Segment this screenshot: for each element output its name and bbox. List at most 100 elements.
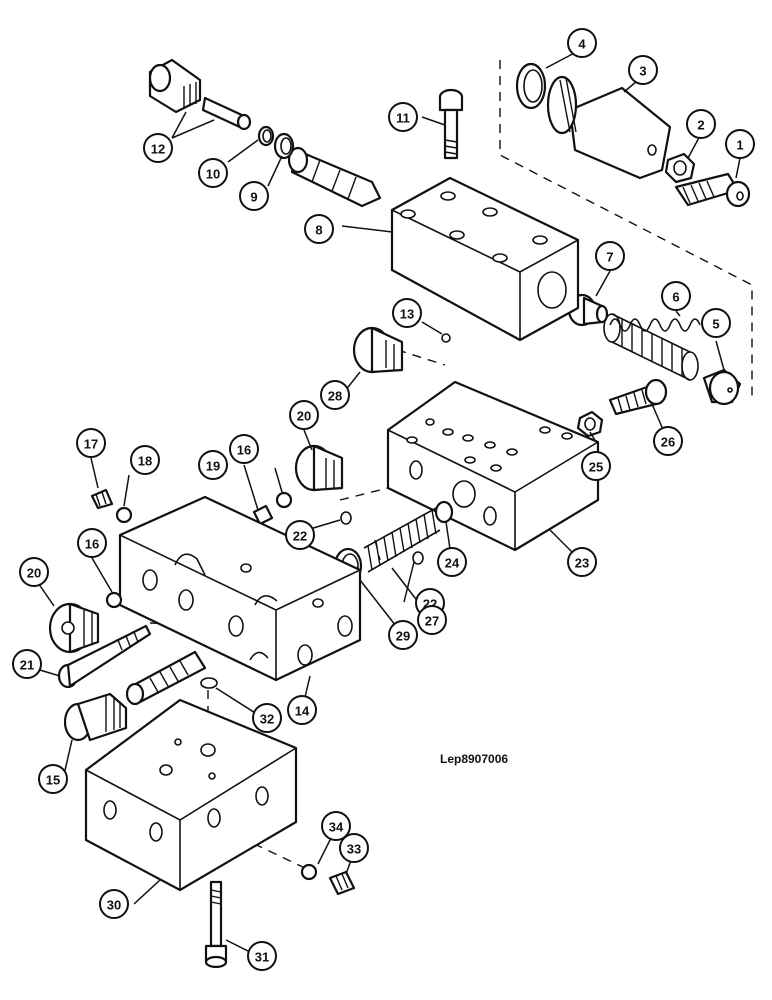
callout-label: 14 (295, 704, 310, 719)
part-1-screw (674, 172, 751, 208)
callout-circle (285, 520, 315, 550)
callout-c28: 28 (320, 380, 350, 410)
callout-c25: 25 (581, 451, 611, 481)
callout-c22a: 22 (285, 520, 315, 550)
part-18-ball (115, 506, 133, 524)
callout-c34: 34 (321, 811, 351, 841)
part-17-setscrew (90, 488, 114, 510)
callout-label: 8 (315, 223, 322, 238)
callout-label: 2 (697, 118, 704, 133)
part-16-ball-lower (105, 591, 123, 609)
callout-label: 25 (589, 460, 603, 475)
callout-circle (247, 941, 277, 971)
callout-c3: 3 (628, 55, 658, 85)
callout-circle (252, 703, 282, 733)
part-33-setscrew (328, 870, 356, 896)
callout-label: 34 (329, 820, 344, 835)
callout-circle (229, 434, 259, 464)
callout-label: 15 (46, 773, 60, 788)
callout-circle (595, 241, 625, 271)
callout-label: 16 (85, 537, 99, 552)
part-28-plug (352, 326, 404, 374)
callout-circle (19, 557, 49, 587)
callout-label: 19 (206, 459, 220, 474)
callout-circle (725, 129, 755, 159)
callout-c23: 23 (567, 547, 597, 577)
callout-c19: 19 (198, 450, 228, 480)
callout-label: 4 (578, 37, 586, 52)
part-15-fitting (63, 692, 128, 742)
callout-c21: 21 (12, 649, 42, 679)
callout-c27: 27 (417, 605, 447, 635)
callout-c12: 12 (143, 133, 173, 163)
callout-label: 7 (606, 250, 613, 265)
callout-circle (198, 450, 228, 480)
callout-circle (77, 528, 107, 558)
callout-c10: 10 (198, 158, 228, 188)
callout-label: 33 (347, 842, 361, 857)
callout-c1: 1 (725, 129, 755, 159)
drawing-id: Lep8907006 (440, 752, 508, 766)
callout-label: 11 (396, 111, 410, 126)
callout-label: 12 (151, 142, 165, 157)
callout-circle (321, 811, 351, 841)
part-16-ball-upper (275, 491, 293, 509)
callout-circle (661, 281, 691, 311)
callout-circle (567, 547, 597, 577)
callout-c15: 15 (38, 764, 68, 794)
callout-label: 27 (425, 614, 439, 629)
callout-c5: 5 (701, 308, 731, 338)
callout-circle (289, 400, 319, 430)
callout-label: 5 (712, 317, 719, 332)
part-22-ring-upper (340, 511, 352, 525)
callout-label: 30 (107, 898, 121, 913)
callout-c6: 6 (661, 281, 691, 311)
callout-c2: 2 (686, 109, 716, 139)
callout-c16b: 16 (77, 528, 107, 558)
callout-c4: 4 (567, 28, 597, 58)
part-25-nut (576, 410, 604, 438)
callout-c17: 17 (76, 428, 106, 458)
callout-circle (304, 214, 334, 244)
callout-circle (417, 605, 447, 635)
part-24-seat (434, 500, 454, 524)
part-27-spring (363, 507, 441, 573)
part-31-long-screw (204, 880, 228, 969)
callout-c8: 8 (304, 214, 334, 244)
callout-label: 29 (396, 629, 410, 644)
callout-circle (339, 833, 369, 863)
part-14-spool (125, 650, 207, 706)
callout-c24: 24 (437, 547, 467, 577)
part-26-screw (608, 378, 668, 416)
callout-circle (130, 445, 160, 475)
callout-label: 22 (293, 529, 307, 544)
callout-c20b: 20 (19, 557, 49, 587)
part-19-setscrew (252, 504, 274, 526)
part-5-plug (702, 368, 742, 406)
callout-circle (628, 55, 658, 85)
part-22-ring-lower (412, 551, 424, 565)
callout-c30: 30 (99, 889, 129, 919)
callout-circle (239, 181, 269, 211)
callout-circle (653, 426, 683, 456)
part-11-long-screw (438, 88, 464, 160)
callout-circle (12, 649, 42, 679)
callout-label: 24 (445, 556, 460, 571)
callout-label: 10 (206, 167, 220, 182)
callout-c18: 18 (130, 445, 160, 475)
callout-circle (701, 308, 731, 338)
callout-circle (392, 298, 422, 328)
callout-label: 20 (297, 409, 311, 424)
part-8-top-block (390, 176, 580, 342)
callout-c20a: 20 (289, 400, 319, 430)
callout-circle (99, 889, 129, 919)
callout-label: 20 (27, 566, 41, 581)
part-10-small-ring (257, 125, 275, 147)
part-3-cap-housing (546, 75, 672, 180)
part-20-plug-lower (48, 602, 100, 654)
callout-c33: 33 (339, 833, 369, 863)
callout-label: 21 (20, 658, 34, 673)
callout-circle (567, 28, 597, 58)
